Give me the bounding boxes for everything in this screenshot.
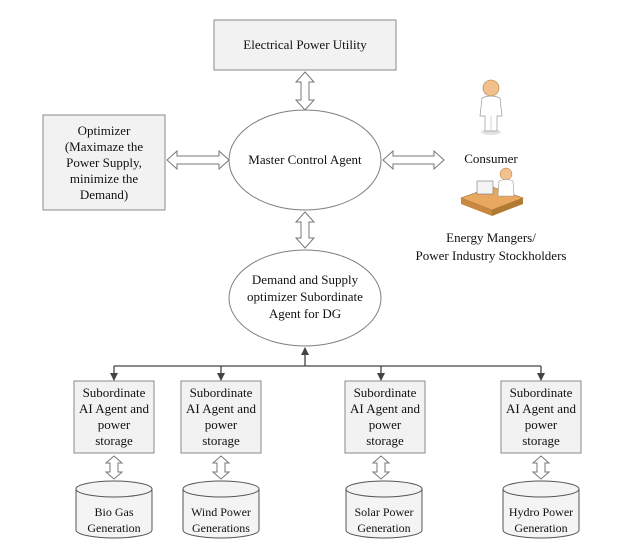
optimizer-label-line: Power Supply,	[66, 155, 142, 170]
energy-manager-desk-icon	[460, 167, 524, 216]
agent-label-line: storage	[522, 433, 560, 448]
optimizer-label-line: minimize the	[70, 171, 138, 186]
ai-agent-box	[180, 380, 262, 454]
generation-cylinder	[502, 489, 580, 539]
agent-label-line: storage	[95, 433, 133, 448]
master-label-line: Master Control Agent	[248, 152, 362, 167]
ai-agent-box	[344, 380, 426, 454]
consumer-person-icon	[479, 79, 503, 135]
optimizer-label-line: (Maximaze the	[65, 139, 144, 154]
subordinate-main-label-line: Agent for DG	[269, 306, 341, 321]
agent-column-biogas: Subordinate AI Agent and power storage B…	[73, 380, 155, 539]
agent-generation-double-arrow	[104, 455, 124, 480]
optimizer-box: Optimizer (Maximaze the Power Supply, mi…	[42, 114, 166, 211]
master-consumer-double-arrow	[382, 149, 445, 171]
agent-generation-double-arrow	[211, 455, 231, 480]
generation-cylinder	[75, 489, 153, 539]
agent-label-line: AI Agent and	[506, 401, 577, 416]
utility-master-double-arrow	[294, 71, 316, 111]
agent-label-line: AI Agent and	[186, 401, 257, 416]
agent-label-line: Subordinate	[354, 385, 417, 400]
generation-label-line: Hydro Power	[509, 505, 573, 519]
ai-agent-box	[73, 380, 155, 454]
subordinate-main-label-line: optimizer Subordinate	[247, 289, 363, 304]
ai-agent-box	[500, 380, 582, 454]
generation-label-line: Wind Power	[191, 505, 251, 519]
agent-label-line: power	[205, 417, 238, 432]
generation-label-line: Generation	[357, 521, 410, 535]
agent-label-line: AI Agent and	[350, 401, 421, 416]
agent-column-solar: Subordinate AI Agent and power storage S…	[344, 380, 426, 539]
generation-cylinder	[345, 489, 423, 539]
master-control-agent-node: Master Control Agent	[228, 109, 382, 211]
managers-label-line: Power Industry Stockholders	[416, 248, 567, 263]
optimizer-label-line: Demand)	[80, 187, 128, 202]
optimizer-master-double-arrow	[166, 149, 230, 171]
optimizer-label-line: Optimizer	[78, 123, 131, 138]
subordinate-main-label-line: Demand and Supply	[252, 272, 359, 287]
agent-label-line: power	[369, 417, 402, 432]
agent-generation-double-arrow	[371, 455, 391, 480]
agent-label-line: Subordinate	[83, 385, 146, 400]
agent-label-line: power	[98, 417, 131, 432]
agent-label-line: storage	[366, 433, 404, 448]
generation-label-line: Generation	[87, 521, 140, 535]
managers-label-line: Energy Mangers/	[446, 230, 536, 245]
agent-label-line: AI Agent and	[79, 401, 150, 416]
agent-label-line: storage	[202, 433, 240, 448]
consumer-label: Consumer	[464, 151, 518, 166]
agent-column-hydro: Subordinate AI Agent and power storage H…	[500, 380, 582, 539]
electrical-power-utility-box: Electrical Power Utility	[213, 19, 397, 71]
agent-label-line: Subordinate	[510, 385, 573, 400]
agent-label-line: power	[525, 417, 558, 432]
utility-label-line: Electrical Power Utility	[243, 37, 367, 52]
agent-label-line: Subordinate	[190, 385, 253, 400]
demand-supply-optimizer-node: Demand and Supply optimizer Subordinate …	[228, 249, 382, 347]
generation-label-line: Generations	[192, 521, 250, 535]
generation-label-line: Bio Gas	[95, 505, 134, 519]
generation-label-line: Generation	[514, 521, 567, 535]
agent-column-wind: Subordinate AI Agent and power storage W…	[180, 380, 262, 539]
agent-generation-double-arrow	[531, 455, 551, 480]
master-subordinate-double-arrow	[294, 211, 316, 249]
generation-cylinder	[182, 489, 260, 539]
generation-label-line: Solar Power	[355, 505, 414, 519]
